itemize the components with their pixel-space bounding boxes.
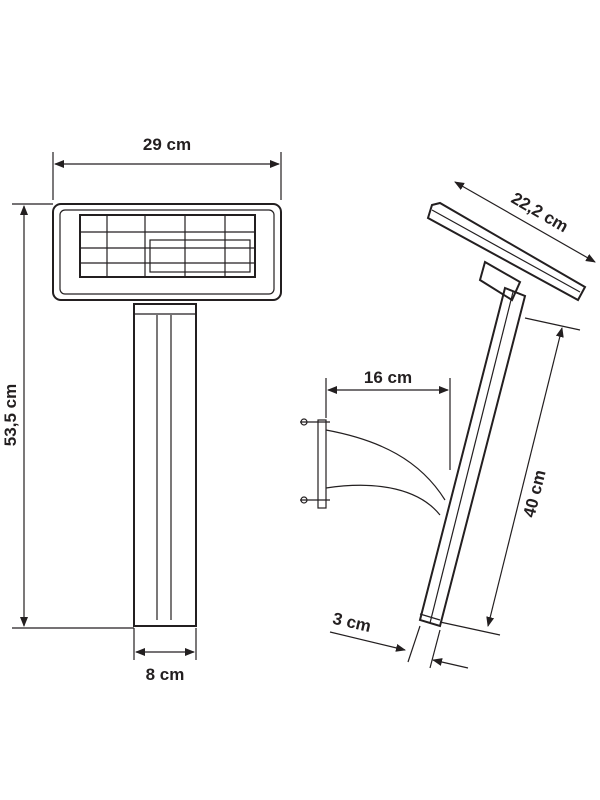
solar-panel-frame [52,203,282,301]
solar-cell-grid [79,214,256,278]
side-view: 16 cm 22,2 cm 40 cm 3 cm [300,181,596,669]
front-width-label: 29 cm [143,135,191,154]
wall-offset-label: 16 cm [364,368,412,387]
stake [133,303,197,627]
stake-length-label: 40 cm [520,468,550,519]
tilted-panel [426,201,587,302]
tilted-stake [418,286,527,628]
stake-width-label: 8 cm [146,665,185,684]
front-height-label: 53,5 cm [1,384,20,446]
wall-bracket [300,418,446,516]
front-view: 29 cm 53,5 cm 8 cm [1,135,282,684]
panel-width-label: 22,2 cm [508,189,572,237]
stake-depth-label: 3 cm [331,609,373,636]
